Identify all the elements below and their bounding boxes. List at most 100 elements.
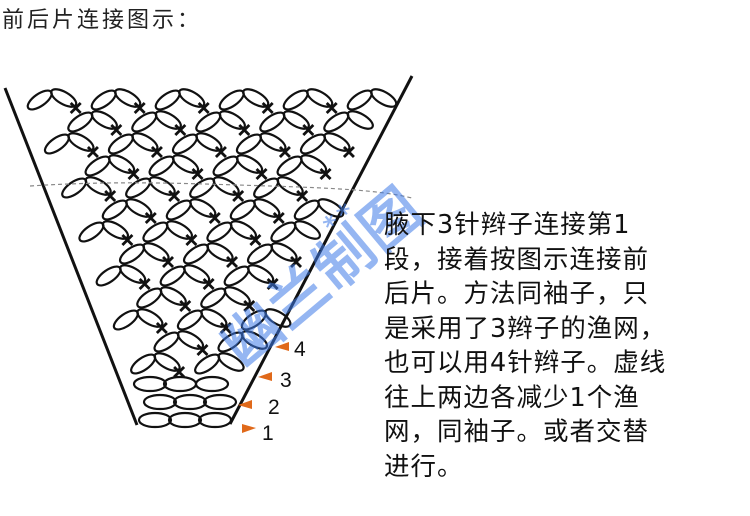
chain-loop xyxy=(154,89,181,111)
chain-loop xyxy=(61,177,88,199)
chain-loop xyxy=(235,154,264,174)
chain-loop xyxy=(282,89,309,111)
chain-loop xyxy=(84,176,112,196)
fishnet-pattern xyxy=(26,88,398,429)
single-crochet-x xyxy=(238,124,251,136)
single-crochet-x xyxy=(173,366,186,378)
chain-loop xyxy=(206,242,234,262)
single-crochet-x xyxy=(272,212,285,224)
description-text: 腋下3针辫子连接第1 段，接着按图示连接前 后片。方法同袖子，只 是采用了3辫子… xyxy=(384,210,667,482)
single-crochet-x xyxy=(69,102,82,114)
base-chain-loop xyxy=(137,411,173,429)
chain-loop xyxy=(259,132,287,152)
chain-loop xyxy=(293,220,321,240)
chain-loop xyxy=(119,264,147,284)
chain-loop xyxy=(264,308,292,328)
single-crochet-x xyxy=(191,168,204,180)
chain-loop xyxy=(299,154,328,174)
chain-loop xyxy=(229,220,257,240)
chain-loop xyxy=(212,176,240,196)
single-crochet-x xyxy=(133,102,146,114)
chain-loop xyxy=(171,154,200,174)
single-crochet-x xyxy=(168,190,181,202)
row-marker-label-4: 4 xyxy=(294,338,306,361)
chain-loop xyxy=(26,89,53,111)
chain-loop xyxy=(195,132,223,152)
single-crochet-x xyxy=(214,146,227,158)
chain-loop xyxy=(189,198,217,218)
chain-loop xyxy=(276,176,304,196)
single-crochet-x xyxy=(86,146,99,158)
single-crochet-x xyxy=(155,322,168,334)
single-crochet-x xyxy=(179,300,192,312)
single-crochet-x xyxy=(138,278,151,290)
base-chain-loop xyxy=(162,375,198,393)
single-crochet-x xyxy=(249,234,262,246)
base-chain-loop xyxy=(202,393,238,411)
single-crochet-x xyxy=(208,212,221,224)
chain-loop xyxy=(43,133,71,155)
chain-loop xyxy=(107,154,136,174)
row-marker-label-1: 1 xyxy=(262,422,274,445)
base-chain-loop xyxy=(172,393,208,411)
row-marker-arrow-2 xyxy=(238,400,252,409)
chain-loop xyxy=(67,132,95,152)
single-crochet-x xyxy=(255,168,268,180)
chain-loop xyxy=(148,176,176,196)
single-crochet-x xyxy=(261,102,274,114)
page-title: 前后片连接图示： xyxy=(2,8,203,33)
row-markers: 1 2 3 4 xyxy=(238,338,306,445)
chain-loop xyxy=(136,308,164,328)
row-marker-arrow-3 xyxy=(258,372,272,381)
chain-loop xyxy=(253,198,281,218)
base-chain-loop xyxy=(194,375,230,393)
chain-loop xyxy=(178,88,206,108)
chain-loop xyxy=(247,264,275,284)
right-edge-line xyxy=(228,75,414,425)
chain-loop xyxy=(165,220,193,240)
chain-loop xyxy=(95,265,122,287)
single-crochet-x xyxy=(325,102,338,114)
chain-loop xyxy=(223,286,251,306)
single-crochet-x xyxy=(144,212,157,224)
left-edge-line xyxy=(3,87,139,426)
single-crochet-x xyxy=(110,124,123,136)
single-crochet-x xyxy=(342,146,355,158)
chain-loop xyxy=(282,110,310,130)
single-crochet-x xyxy=(266,278,279,290)
chain-loop xyxy=(159,286,187,306)
single-crochet-x xyxy=(296,190,309,202)
chain-loop xyxy=(346,110,374,130)
chain-loop xyxy=(153,352,181,372)
single-crochet-x xyxy=(150,146,163,158)
single-crochet-x xyxy=(197,102,210,114)
chain-loop xyxy=(323,132,351,152)
chain-loop xyxy=(183,264,211,284)
row-marker-arrow-1 xyxy=(242,424,256,433)
chain-loop xyxy=(90,110,118,130)
chain-loop xyxy=(78,221,105,243)
chain-loop xyxy=(217,352,245,372)
chain-loop xyxy=(130,353,157,375)
chain-loop xyxy=(142,242,170,262)
chain-loop xyxy=(125,198,153,218)
row-marker-arrow-4 xyxy=(275,342,289,351)
chain-loop xyxy=(90,89,117,111)
single-crochet-x xyxy=(290,256,303,268)
chain-loop xyxy=(242,88,270,108)
chain-loop xyxy=(306,88,334,108)
chain-loop xyxy=(370,88,398,108)
single-crochet-x xyxy=(243,300,256,312)
single-crochet-x xyxy=(104,190,117,202)
chain-loop xyxy=(131,132,159,152)
single-crochet-x xyxy=(319,168,332,180)
base-chain-loop xyxy=(132,375,168,393)
chain-loop xyxy=(240,330,269,350)
base-chain-loop xyxy=(167,411,203,429)
chain-loop xyxy=(346,89,373,111)
single-crochet-x xyxy=(278,146,291,158)
single-crochet-x xyxy=(202,278,215,290)
single-crochet-x xyxy=(174,124,187,136)
chain-loop xyxy=(176,330,205,350)
